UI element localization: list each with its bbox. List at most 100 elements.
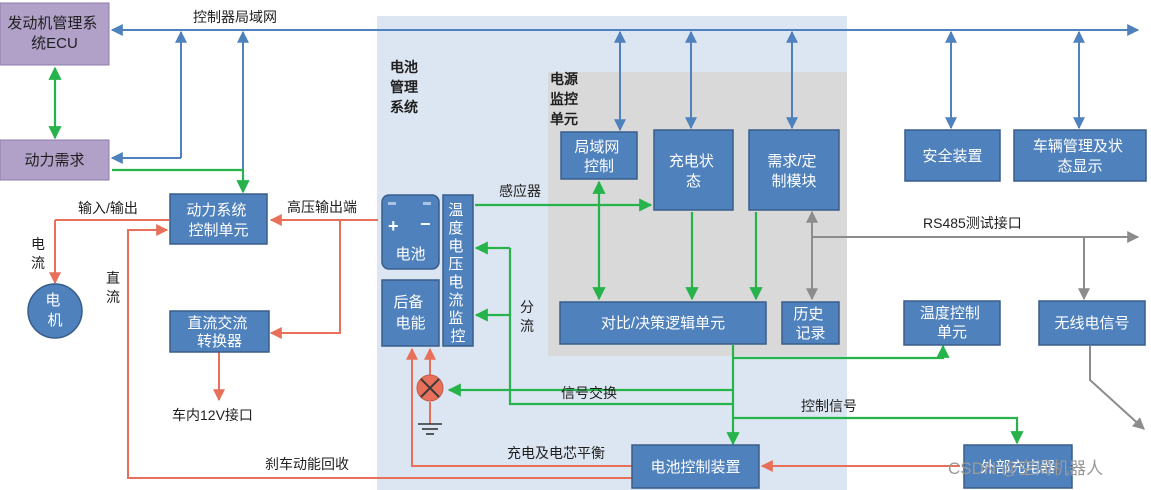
- demand-module-box[interactable]: 需求/定 制模块: [748, 129, 840, 211]
- external-charger-box[interactable]: 外部充电器: [963, 444, 1073, 489]
- temp-ctrl-line: 单元: [937, 324, 967, 341]
- monitor-char: 流: [448, 292, 463, 309]
- battery-ctrl-label: 电池控制装置: [650, 459, 740, 476]
- control-signal-temp: [733, 344, 950, 360]
- regen-label: 刹车动能回收: [265, 456, 349, 472]
- safety-box[interactable]: 安全装置: [904, 129, 1001, 182]
- battery-box[interactable]: + − 电池: [381, 194, 440, 270]
- balance-line: [406, 347, 632, 467]
- dc-ac-line: 直流交流: [187, 314, 247, 332]
- current-char: 流: [31, 255, 45, 271]
- monitor-char: 控: [450, 328, 465, 345]
- monitor-char: 温: [448, 202, 463, 219]
- svg-text:历史 记录: 历史 记录: [793, 306, 827, 342]
- temp-ctrl-box[interactable]: 温度控制 单元: [903, 300, 1001, 346]
- svg-text:需求/定 制模块: 需求/定 制模块: [767, 153, 820, 190]
- can-bus-label: 控制器局域网: [193, 9, 277, 25]
- svg-text:发动机管理系 统ECU: 发动机管理系 统ECU: [7, 15, 101, 52]
- battery-ctrl-box[interactable]: 电池控制装置: [631, 444, 760, 489]
- monitor-char: 监: [448, 310, 463, 327]
- powertrain-line: 动力系统: [186, 202, 246, 219]
- io-label: 输入/输出: [78, 200, 138, 216]
- bms-label-line: 管理: [390, 79, 418, 95]
- svg-text:动力系统 控制单元: 动力系统 控制单元: [186, 202, 250, 239]
- wireless-out: [1089, 346, 1145, 430]
- v12-label: 车内12V接口: [172, 407, 253, 423]
- demand-module-line: 制模块: [771, 173, 816, 190]
- svg-text:车辆管理及状 态显示: 车辆管理及状 态显示: [1033, 138, 1127, 175]
- plus-icon: +: [388, 216, 399, 236]
- charge-state-box[interactable]: 充电状 态: [653, 129, 734, 211]
- vehicle-mgmt-line: 车辆管理及状: [1033, 138, 1123, 155]
- svg-text:局域网 控制: 局域网 控制: [574, 139, 623, 175]
- demand-to-powertrain: [112, 168, 250, 194]
- power-demand-label: 动力需求: [24, 152, 84, 169]
- vehicle-mgmt-box[interactable]: 车辆管理及状 态显示: [1013, 129, 1147, 182]
- svg-text:温度控制 单元: 温度控制 单元: [920, 305, 984, 341]
- power-monitor-label-line: 电源: [550, 71, 578, 87]
- monitor-char: 度: [448, 220, 463, 237]
- monitor-box[interactable]: 温 度 电 压 电 流 监 控: [442, 194, 474, 347]
- wireless-box[interactable]: 无线电信号: [1038, 300, 1146, 346]
- signal-exchange-bus: [508, 248, 733, 406]
- history-box[interactable]: 历史 记录: [781, 301, 840, 345]
- current-char: 电: [31, 236, 45, 252]
- control-signal-label: 控制信号: [801, 398, 857, 414]
- dc-label: 直 流: [106, 270, 124, 305]
- decision-box[interactable]: 对比/决策逻辑单元: [559, 301, 767, 345]
- svg-text:充电状 态: 充电状 态: [669, 153, 718, 190]
- bms-region-label: 电池 管理 系统: [390, 59, 422, 115]
- shunt-label: 分 流: [520, 299, 538, 334]
- svg-text:后备 电能: 后备 电能: [393, 294, 427, 332]
- lan-ctrl-line: 局域网: [574, 139, 619, 156]
- monitor-char: 电: [448, 274, 463, 291]
- current-label: 电 流: [31, 236, 49, 271]
- lan-ctrl-box[interactable]: 局域网 控制: [560, 131, 638, 180]
- motor-line: 机: [47, 312, 62, 329]
- decision-label: 对比/决策逻辑单元: [601, 315, 725, 332]
- backup-power-box[interactable]: 后备 电能: [381, 279, 440, 347]
- powertrain-ctrl-box[interactable]: 动力系统 控制单元: [169, 193, 268, 245]
- engine-ecu-line: 统ECU: [31, 35, 78, 52]
- power-monitor-label-line: 监控: [550, 91, 578, 107]
- wireless-label: 无线电信号: [1054, 315, 1129, 332]
- monitor-char: 电: [448, 238, 463, 255]
- backup-line: 电能: [395, 315, 425, 332]
- bms-label-line: 系统: [390, 99, 418, 115]
- backup-line: 后备: [393, 294, 423, 311]
- history-line: 历史: [793, 306, 823, 323]
- charge-state-line: 态: [686, 173, 701, 190]
- lan-ctrl-line: 控制: [584, 158, 614, 175]
- svg-text:电 机: 电 机: [45, 292, 64, 329]
- breaker-icon: [416, 374, 444, 402]
- history-line: 记录: [795, 325, 825, 342]
- vehicle-mgmt-line: 态显示: [1057, 158, 1102, 175]
- dc-ac-line: 转换器: [197, 333, 242, 350]
- engine-ecu-box[interactable]: 发动机管理系 统ECU: [0, 2, 110, 66]
- hv-to-dcac: [269, 220, 341, 339]
- control-signal-charger: [733, 416, 1024, 445]
- dc-ac-box[interactable]: 直流交流 转换器: [169, 310, 270, 353]
- power-demand-box[interactable]: 动力需求: [0, 139, 110, 181]
- watermark-text: CSDN @空间机器人: [948, 459, 1103, 478]
- power-monitor-label-line: 单元: [550, 111, 578, 127]
- ground-icon: [418, 423, 442, 435]
- safety-label: 安全装置: [922, 147, 982, 165]
- svg-text:直流交流 转换器: 直流交流 转换器: [187, 314, 251, 350]
- power-monitor-label: 电源 监控 单元: [550, 71, 582, 127]
- monitor-label: 温 度 电 压 电 流 监 控: [448, 202, 467, 345]
- dc-char: 直: [106, 270, 120, 286]
- signal-exchange-label: 信号交换: [561, 385, 617, 401]
- battery-label: 电池: [395, 246, 425, 263]
- dc-char: 流: [106, 289, 120, 305]
- sensor-label: 感应器: [499, 183, 541, 199]
- regen-line: [127, 224, 632, 479]
- minus-icon: −: [420, 214, 431, 234]
- hv-output-label: 高压输出端: [287, 199, 357, 215]
- external-charger-label: 外部充电器: [980, 459, 1055, 476]
- motor-circle[interactable]: 电 机: [27, 283, 83, 339]
- balance-label: 充电及电芯平衡: [507, 445, 605, 461]
- monitor-char: 压: [448, 256, 463, 273]
- motor-line: 电: [45, 292, 60, 309]
